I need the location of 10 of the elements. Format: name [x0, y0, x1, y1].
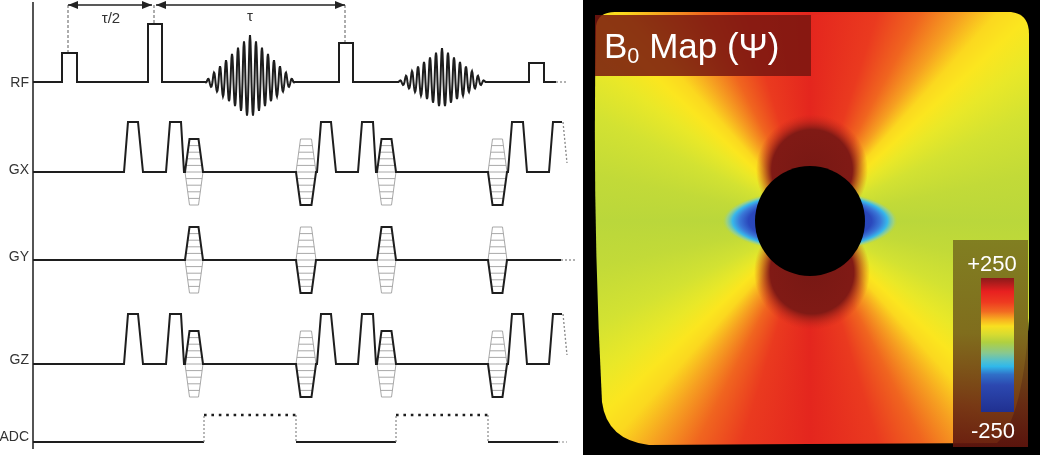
channel-label: GZ: [9, 352, 29, 366]
map-title: B$_{0}$ Map (Ψ): [595, 15, 811, 76]
duration-label: τ: [247, 8, 253, 23]
duration-label: τ/2: [101, 10, 121, 25]
scale-max-label: +250: [967, 253, 1017, 275]
channel-label: ADC: [0, 429, 29, 443]
channel-label: GX: [8, 162, 29, 176]
scale-min-label: -250: [971, 420, 1015, 442]
channel-label: GY: [8, 249, 29, 263]
channel-label: RF: [10, 75, 29, 89]
